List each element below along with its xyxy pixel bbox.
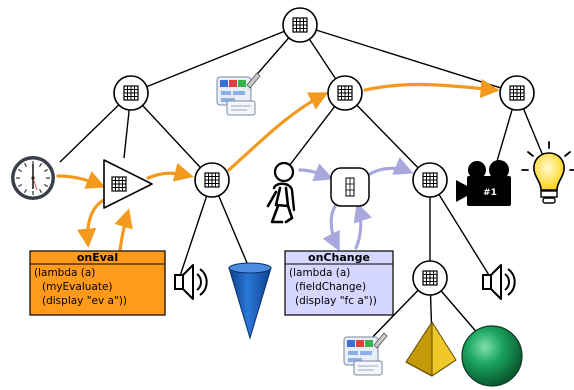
sensor-capsule-icon[interactable] [330,167,370,207]
orange-routes [56,78,500,252]
transform-node-right-grid-icon[interactable] [413,163,447,197]
pyramid-icon[interactable] [405,321,457,377]
sphere-icon[interactable] [461,325,523,387]
group-node-center-grid-icon[interactable] [328,76,362,110]
script-editor-icon[interactable] [216,72,261,116]
onChange-code-line: (display "fc a")) [295,295,377,307]
speaker-icon-right[interactable] [482,264,516,300]
onChange-code-line: (lambda (a) [289,267,350,279]
lightbulb-icon[interactable] [521,141,574,204]
onChange-code-line: (fieldChange) [295,281,366,293]
shape-group-node-grid-icon[interactable] [413,261,447,295]
group-node-left-grid-icon[interactable] [114,76,148,110]
onEval-script-box[interactable]: onEval (lambda (a) (myEvaluate) (display… [29,250,166,316]
walking-figure-icon[interactable] [266,161,296,224]
transform-node-left-grid-icon[interactable] [195,163,229,197]
onChange-title: onChange [308,251,370,264]
interpolator-triangle-icon[interactable] [103,159,153,209]
onEval-title: onEval [77,251,118,264]
group-node-right-grid-icon[interactable] [500,76,534,110]
onEval-code-line: (lambda (a) [34,267,95,279]
onEval-code-line: (display "ev a")) [42,295,127,307]
speaker-icon[interactable] [174,264,208,300]
onEval-code-line: (myEvaluate) [42,281,113,293]
script-editor-icon-bottom[interactable] [343,332,388,376]
cone-icon[interactable] [228,262,272,340]
clock-icon[interactable] [11,156,55,200]
camera-icon[interactable]: #1 [456,160,511,206]
root-node-grid-icon[interactable] [283,8,317,42]
camera-label: #1 [483,188,497,198]
onChange-script-box[interactable]: onChange (lambda (a) (fieldChange) (disp… [284,250,394,316]
